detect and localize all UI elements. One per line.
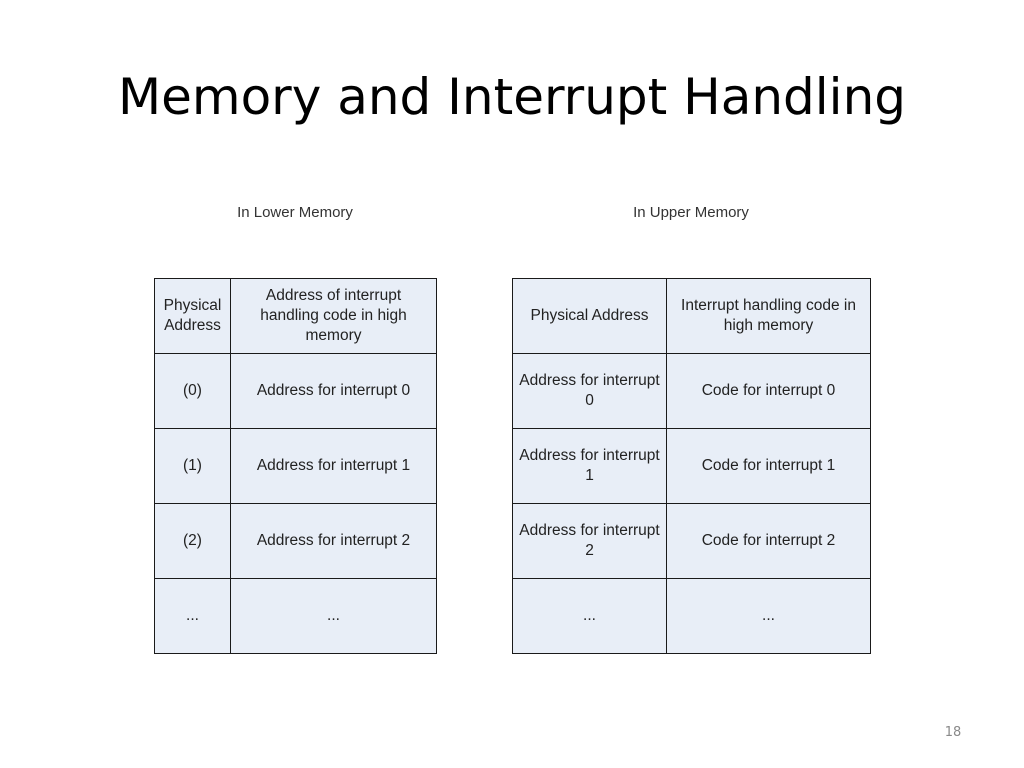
table-row: (0) Address for interrupt 0 [154,353,437,429]
table-cell: ... [512,578,667,654]
table-row: ... ... [512,578,871,654]
table-header-row: Physical Address Interrupt handling code… [512,278,871,354]
table-header-row: Physical Address Address of interrupt ha… [154,278,437,354]
upper-memory-table: Physical Address Interrupt handling code… [512,278,871,654]
table-cell: Address for interrupt 0 [230,353,437,429]
table-cell: (1) [154,428,231,504]
table-row: (2) Address for interrupt 2 [154,503,437,579]
table-cell: Address for interrupt 2 [512,503,667,579]
slide-title: Memory and Interrupt Handling [117,68,907,126]
table-cell: ... [230,578,437,654]
table-cell: Address for interrupt 0 [512,353,667,429]
table-row: ... ... [154,578,437,654]
table-cell: Code for interrupt 2 [666,503,871,579]
header-cell-handler-code: Interrupt handling code in high memory [666,278,871,354]
table-cell: (2) [154,503,231,579]
header-cell-physical-address: Physical Address [154,278,231,354]
page-number: 18 [944,725,962,740]
table-cell: Address for interrupt 2 [230,503,437,579]
table-cell: ... [154,578,231,654]
header-cell-handler-address: Address of interrupt handling code in hi… [230,278,437,354]
table-row: (1) Address for interrupt 1 [154,428,437,504]
table-cell: Address for interrupt 1 [230,428,437,504]
table-cell: Address for interrupt 1 [512,428,667,504]
table-cell: ... [666,578,871,654]
lower-memory-table: Physical Address Address of interrupt ha… [154,278,437,654]
upper-memory-caption: In Upper Memory [633,204,749,221]
table-cell: Code for interrupt 1 [666,428,871,504]
header-cell-physical-address: Physical Address [512,278,667,354]
lower-memory-caption: In Lower Memory [237,204,353,221]
table-row: Address for interrupt 0 Code for interru… [512,353,871,429]
table-cell: (0) [154,353,231,429]
table-row: Address for interrupt 2 Code for interru… [512,503,871,579]
table-row: Address for interrupt 1 Code for interru… [512,428,871,504]
table-cell: Code for interrupt 0 [666,353,871,429]
